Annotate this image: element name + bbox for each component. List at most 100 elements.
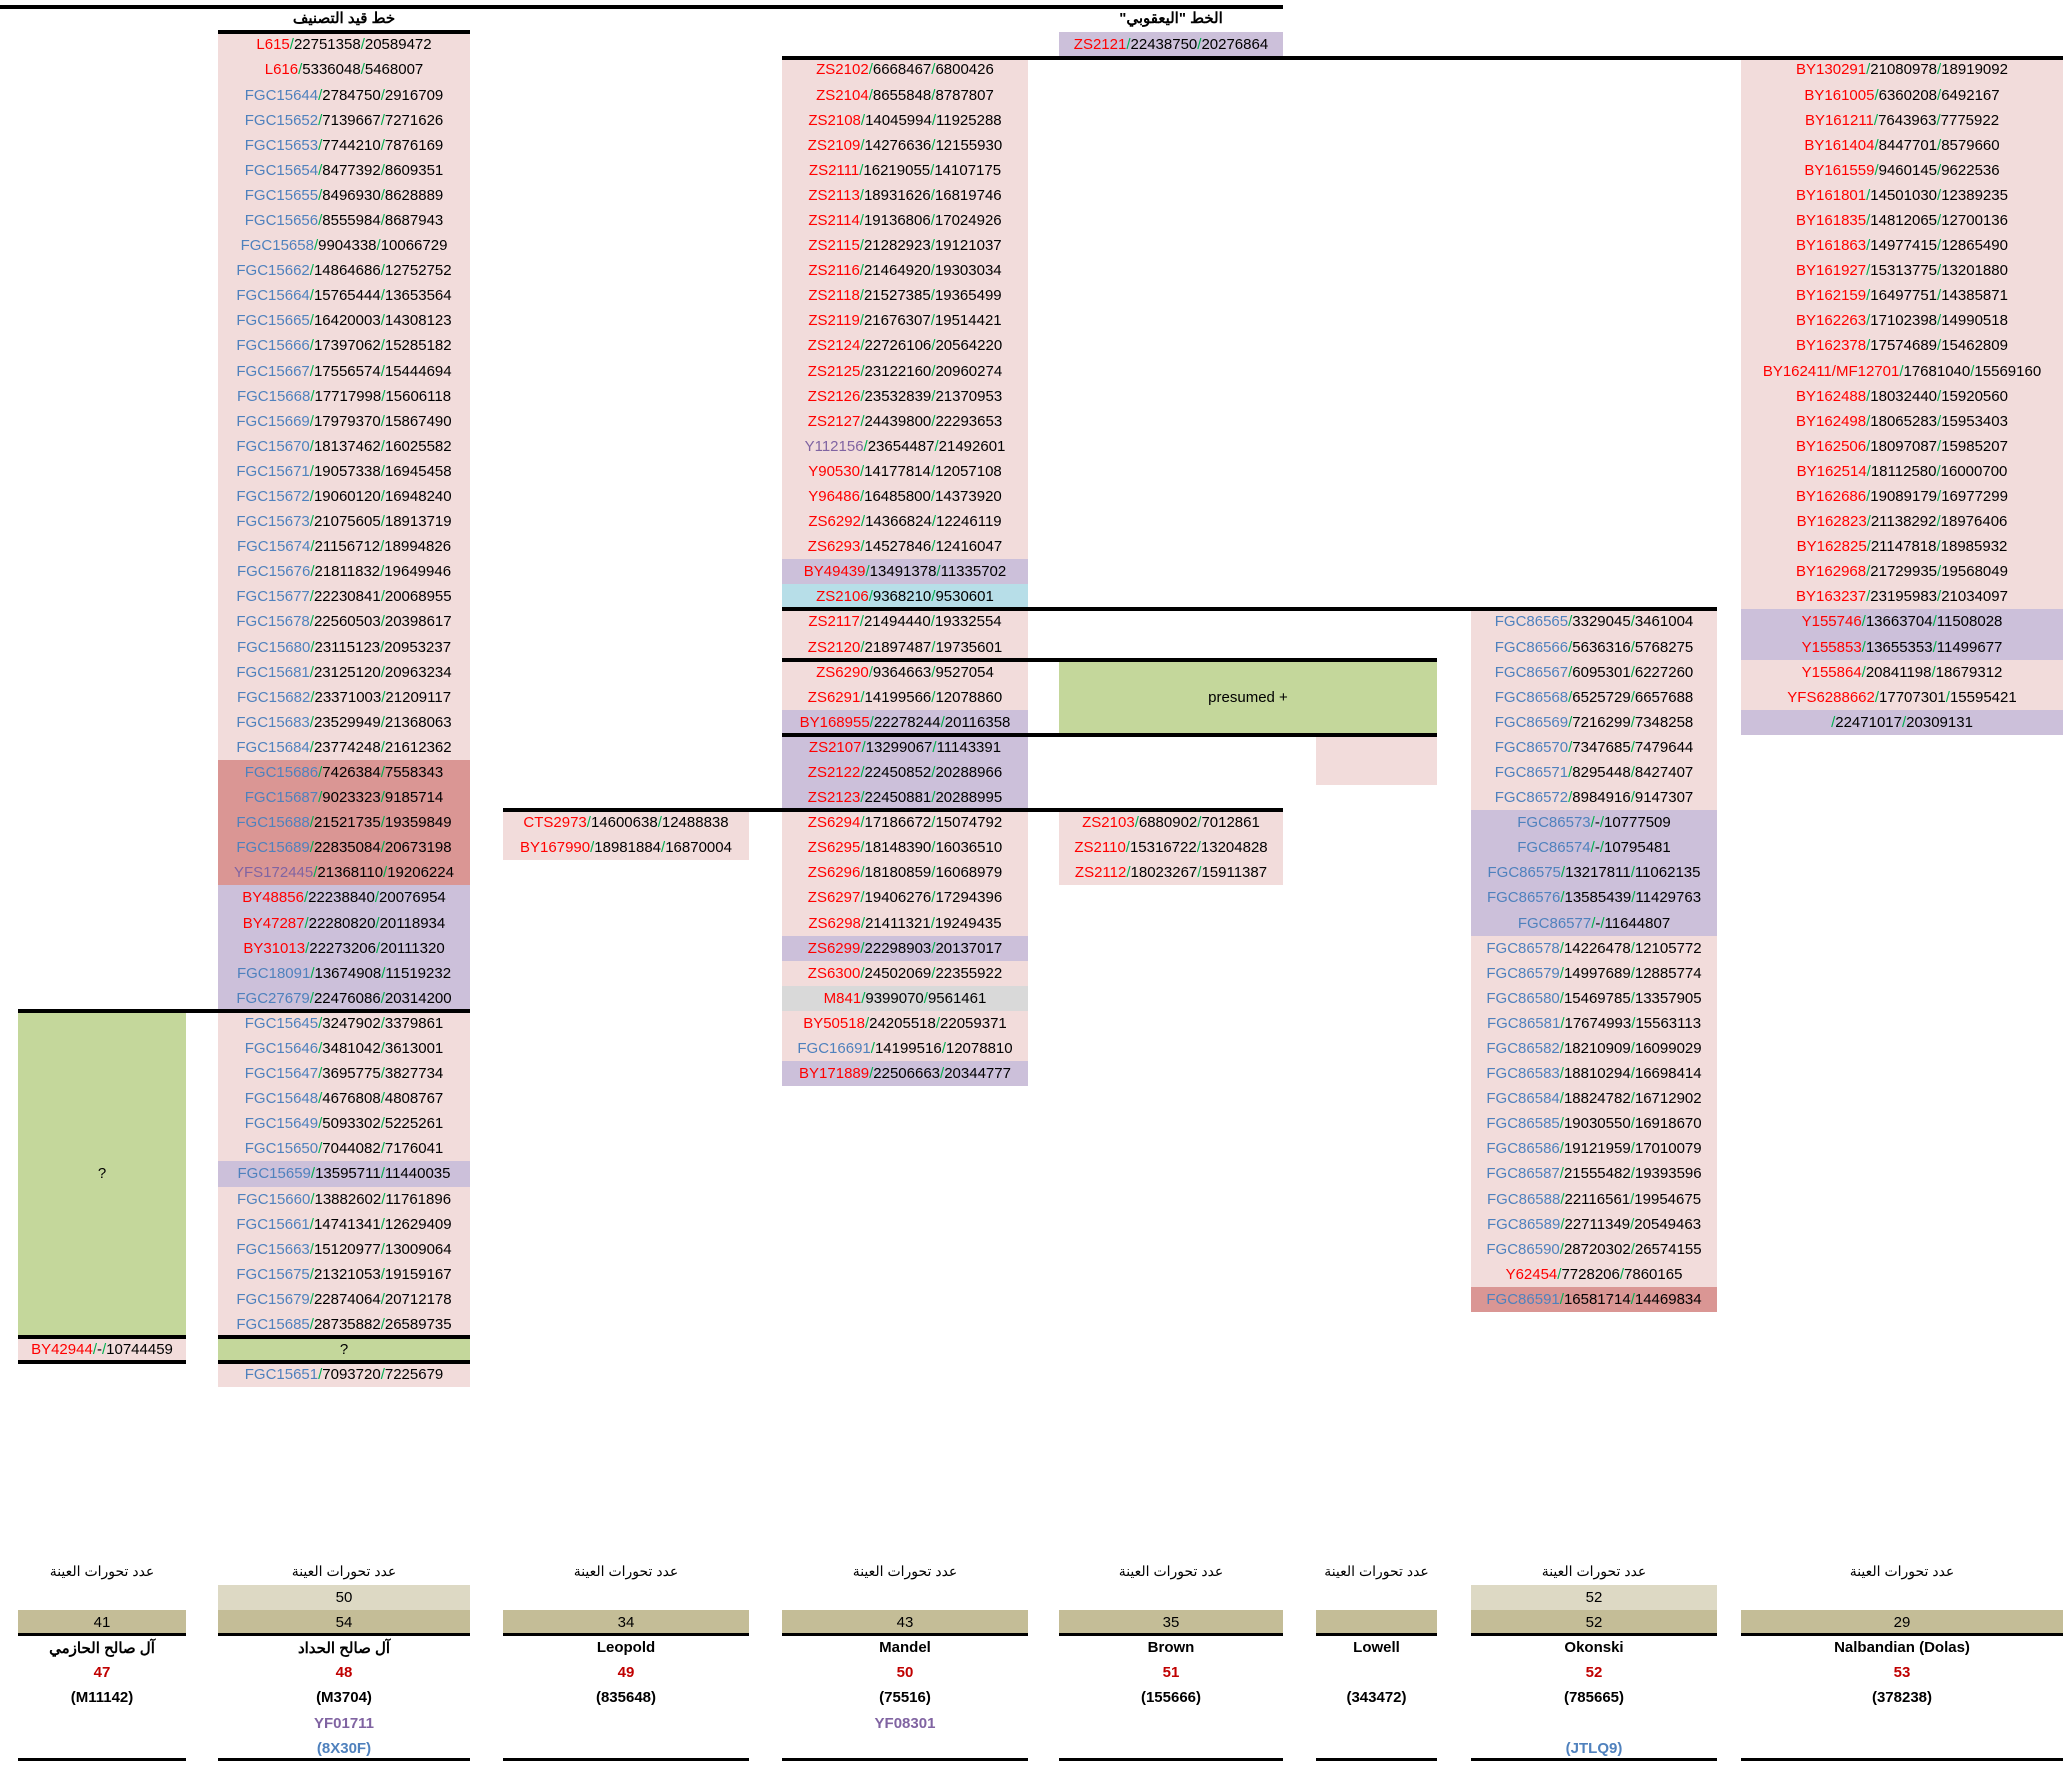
snp-cell-hazmi[interactable]: BY42944/-/10744459 — [18, 1337, 186, 1363]
snp-cell-brown[interactable]: ZS2110/15316722/13204828 — [1059, 835, 1283, 861]
snp-cell-haddad[interactable]: FGC15672/19060120/16948240 — [218, 484, 470, 510]
snp-cell-mandel[interactable]: ZS2122/22450852/20288966 — [782, 760, 1028, 786]
snp-cell-okonski[interactable]: FGC86568/6525729/6657688 — [1471, 684, 1717, 710]
snp-cell-nalbandian[interactable]: BY162823/21138292/18976406 — [1741, 509, 2063, 535]
snp-cell-okonski[interactable]: FGC86591/16581714/14469834 — [1471, 1286, 1717, 1312]
snp-cell-mandel[interactable]: ZS6294/17186672/15074792 — [782, 810, 1028, 836]
snp-cell-mandel[interactable]: ZS6299/22298903/20137017 — [782, 935, 1028, 961]
snp-cell-haddad[interactable]: FGC15647/3695775/3827734 — [218, 1061, 470, 1087]
snp-cell-haddad[interactable]: FGC18091/13674908/11519232 — [218, 960, 470, 986]
snp-cell-haddad[interactable]: FGC15678/22560503/20398617 — [218, 609, 470, 635]
snp-cell-haddad[interactable]: FGC15662/14864686/12752752 — [218, 258, 470, 284]
snp-cell-nalbandian[interactable]: BY162263/17102398/14990518 — [1741, 308, 2063, 334]
snp-cell-mandel[interactable]: ZS2109/14276636/12155930 — [782, 132, 1028, 158]
snp-cell-haddad[interactable]: FGC15668/17717998/15606118 — [218, 383, 470, 409]
snp-cell-haddad[interactable]: FGC15686/7426384/7558343 — [218, 760, 470, 786]
snp-cell-haddad[interactable]: BY47287/22280820/20118934 — [218, 910, 470, 936]
snp-cell-okonski[interactable]: FGC86574/-/10795481 — [1471, 835, 1717, 861]
snp-cell-haddad[interactable]: FGC15650/7044082/7176041 — [218, 1136, 470, 1162]
snp-cell-mandel[interactable]: BY50518/24205518/22059371 — [782, 1010, 1028, 1036]
snp-cell-mandel[interactable]: ZS2119/21676307/19514421 — [782, 308, 1028, 334]
snp-cell-mandel[interactable]: BY168955/22278244/20116358 — [782, 709, 1028, 735]
snp-cell-brown[interactable]: ZS2103/6880902/7012861 — [1059, 810, 1283, 836]
snp-cell-nalbandian[interactable]: BY161211/7643963/7775922 — [1741, 107, 2063, 133]
snp-cell-haddad[interactable]: FGC15652/7139667/7271626 — [218, 107, 470, 133]
snp-cell-nalbandian[interactable]: BY162159/16497751/14385871 — [1741, 283, 2063, 309]
snp-cell-haddad[interactable]: FGC15683/23529949/21368063 — [218, 709, 470, 735]
snp-cell-nalbandian[interactable]: BY130291/21080978/18919092 — [1741, 57, 2063, 83]
snp-cell-mandel[interactable]: ZS2127/24439800/22293653 — [782, 408, 1028, 434]
snp-cell-mandel[interactable]: ZS2102/6668467/6800426 — [782, 57, 1028, 83]
snp-cell-nalbandian[interactable]: BY163237/23195983/21034097 — [1741, 584, 2063, 610]
snp-cell-mandel[interactable]: FGC16691/14199516/12078810 — [782, 1036, 1028, 1062]
snp-cell-mandel[interactable]: ZS2113/18931626/16819746 — [782, 182, 1028, 209]
snp-cell-haddad[interactable]: FGC15679/22874064/20712178 — [218, 1286, 470, 1312]
snp-cell-haddad[interactable]: FGC15684/23774248/21612362 — [218, 734, 470, 760]
snp-cell-nalbandian[interactable]: BY162514/18112580/16000700 — [1741, 458, 2063, 485]
snp-cell-haddad[interactable]: FGC15689/22835084/20673198 — [218, 835, 470, 861]
snp-cell-okonski[interactable]: FGC86566/5636316/5768275 — [1471, 634, 1717, 660]
snp-cell-mandel[interactable]: ZS6290/9364663/9527054 — [782, 659, 1028, 685]
snp-cell-haddad[interactable]: FGC15656/8555984/8687943 — [218, 208, 470, 234]
snp-cell-okonski[interactable]: FGC86573/-/10777509 — [1471, 810, 1717, 836]
snp-cell-haddad[interactable]: FGC15660/13882602/11761896 — [218, 1186, 470, 1212]
snp-cell-okonski[interactable]: FGC86583/18810294/16698414 — [1471, 1061, 1717, 1087]
snp-cell-mandel[interactable]: ZS2108/14045994/11925288 — [782, 107, 1028, 133]
snp-cell-mandel[interactable]: ZS2125/23122160/20960274 — [782, 358, 1028, 384]
snp-cell-okonski[interactable]: FGC86575/13217811/11062135 — [1471, 860, 1717, 886]
snp-cell-nalbandian[interactable]: BY162686/19089179/16977299 — [1741, 484, 2063, 510]
snp-cell-okonski[interactable]: FGC86572/8984916/9147307 — [1471, 785, 1717, 811]
snp-cell-haddad[interactable]: FGC15680/23115123/20953237 — [218, 634, 470, 660]
snp-cell-haddad[interactable]: FGC15658/9904338/10066729 — [218, 233, 470, 259]
snp-cell-haddad[interactable]: L615/22751358/20589472 — [218, 32, 470, 58]
snp-cell-okonski[interactable]: FGC86587/21555482/19393596 — [1471, 1161, 1717, 1187]
snp-cell-mandel[interactable]: ZS2117/21494440/19332554 — [782, 609, 1028, 635]
snp-cell-mandel[interactable]: ZS2124/22726106/20564220 — [782, 333, 1028, 359]
snp-cell-nalbandian[interactable]: Y155746/13663704/11508028 — [1741, 609, 2063, 635]
snp-cell-mandel[interactable]: ZS2111/16219055/14107175 — [782, 157, 1028, 183]
snp-cell-haddad[interactable]: FGC15676/21811832/19649946 — [218, 559, 470, 585]
snp-cell-okonski[interactable]: FGC86579/14997689/12885774 — [1471, 960, 1717, 986]
snp-cell-nalbandian[interactable]: BY162378/17574689/15462809 — [1741, 333, 2063, 359]
snp-cell-okonski[interactable]: FGC86567/6095301/6227260 — [1471, 659, 1717, 685]
snp-cell-haddad[interactable]: FGC15653/7744210/7876169 — [218, 132, 470, 158]
snp-cell-mandel[interactable]: ZS6298/21411321/19249435 — [782, 910, 1028, 936]
snp-cell-haddad[interactable]: FGC15669/17979370/15867490 — [218, 408, 470, 434]
snp-cell-nalbandian[interactable]: BY162506/18097087/15985207 — [1741, 433, 2063, 459]
snp-cell-mandel[interactable]: ZS2114/19136806/17024926 — [782, 208, 1028, 234]
snp-cell-haddad[interactable]: FGC15645/3247902/3379861 — [218, 1010, 470, 1036]
snp-cell-haddad[interactable]: FGC15681/23125120/20963234 — [218, 659, 470, 685]
snp-cell-nalbandian[interactable]: BY162825/21147818/18985932 — [1741, 534, 2063, 560]
snp-cell-nalbandian[interactable]: BY161927/15313775/13201880 — [1741, 258, 2063, 284]
snp-cell-haddad[interactable]: FGC15646/3481042/3613001 — [218, 1036, 470, 1062]
snp-cell-nalbandian[interactable]: BY161404/8447701/8579660 — [1741, 132, 2063, 158]
snp-cell-brown[interactable]: ZS2121/22438750/20276864 — [1059, 32, 1283, 58]
snp-cell-okonski[interactable]: FGC86580/15469785/13357905 — [1471, 985, 1717, 1011]
snp-cell-mandel[interactable]: ZS2123/22450881/20288995 — [782, 785, 1028, 811]
snp-cell-haddad[interactable]: FGC15674/21156712/18994826 — [218, 534, 470, 560]
snp-cell-okonski[interactable]: FGC86569/7216299/7348258 — [1471, 709, 1717, 735]
snp-cell-mandel[interactable]: ZS6295/18148390/16036510 — [782, 835, 1028, 861]
snp-cell-okonski[interactable]: FGC86577/-/11644807 — [1471, 910, 1717, 936]
snp-cell-mandel[interactable]: ZS2107/13299067/11143391 — [782, 734, 1028, 760]
snp-cell-okonski[interactable]: FGC86590/28720302/26574155 — [1471, 1236, 1717, 1262]
snp-cell-nalbandian[interactable]: BY162488/18032440/15920560 — [1741, 383, 2063, 409]
snp-cell-haddad[interactable]: FGC15648/4676808/4808767 — [218, 1086, 470, 1112]
snp-cell-okonski[interactable]: FGC86578/14226478/12105772 — [1471, 935, 1717, 961]
snp-cell-nalbandian[interactable]: BY161559/9460145/9622536 — [1741, 157, 2063, 183]
snp-cell-nalbandian[interactable]: YFS6288662/17707301/15595421 — [1741, 684, 2063, 710]
snp-cell-haddad[interactable]: FGC15655/8496930/8628889 — [218, 182, 470, 209]
snp-cell-haddad[interactable]: L616/5336048/5468007 — [218, 57, 470, 83]
snp-cell-haddad[interactable]: FGC15671/19057338/16945458 — [218, 458, 470, 485]
snp-cell-nalbandian[interactable]: BY162411/MF12701/17681040/15569160 — [1741, 358, 2063, 384]
snp-cell-haddad[interactable]: FGC15664/15765444/13653564 — [218, 283, 470, 309]
snp-cell-okonski[interactable]: FGC86571/8295448/8427407 — [1471, 760, 1717, 786]
snp-cell-nalbandian[interactable]: BY161863/14977415/12865490 — [1741, 233, 2063, 259]
snp-cell-haddad[interactable]: FGC15670/18137462/16025582 — [218, 433, 470, 459]
snp-cell-mandel[interactable]: ZS2115/21282923/19121037 — [782, 233, 1028, 259]
snp-cell-mandel[interactable]: ZS6297/19406276/17294396 — [782, 885, 1028, 911]
snp-cell-okonski[interactable]: FGC86570/7347685/7479644 — [1471, 734, 1717, 760]
snp-cell-brown[interactable]: ZS2112/18023267/15911387 — [1059, 860, 1283, 886]
snp-cell-haddad[interactable]: FGC15677/22230841/20068955 — [218, 584, 470, 610]
snp-cell-okonski[interactable]: FGC86585/19030550/16918670 — [1471, 1111, 1717, 1137]
